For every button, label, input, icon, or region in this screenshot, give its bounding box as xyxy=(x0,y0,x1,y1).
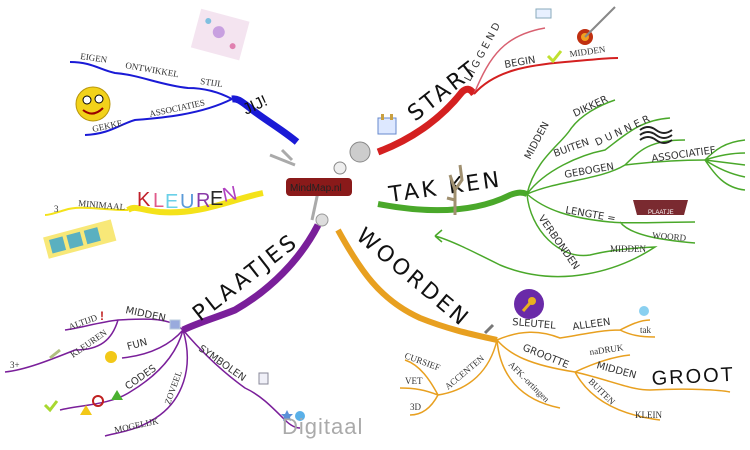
woorden-item-sleutel: SLEUTEL xyxy=(512,317,557,332)
woorden-item-3d: 3D xyxy=(410,402,422,412)
plaatjes-item-mogelijk: MOGELIJK xyxy=(113,416,160,435)
colorful-letters-icon xyxy=(43,219,117,259)
picture-icon xyxy=(169,319,181,330)
takken-fan xyxy=(704,139,746,191)
kleuren-letter-n: N xyxy=(220,182,239,207)
star-icon xyxy=(281,410,293,421)
triangle-icon xyxy=(111,390,123,400)
branch-takken xyxy=(377,99,746,278)
plaatjes-item-3plus: 3+ xyxy=(10,360,20,370)
center-image: MindMap.nl xyxy=(269,141,371,227)
kleuren-main-branch xyxy=(126,190,264,216)
woorden-item-nadruk: naDRUK xyxy=(589,342,625,357)
pencil-icon xyxy=(483,323,495,335)
branch-woorden xyxy=(335,228,731,421)
key-icon xyxy=(514,289,544,319)
jij-main-branch xyxy=(231,95,300,145)
takken-line-lengte xyxy=(526,193,696,244)
kleuren-letter-u: U xyxy=(180,191,194,213)
woorden-line-grootte xyxy=(496,339,731,421)
mindmap-thumbnail-icon xyxy=(190,8,250,61)
svg-text:PLAATJE: PLAATJE xyxy=(648,210,674,216)
kleuren-letter-r: R xyxy=(196,190,210,212)
woorden-main-branch xyxy=(335,228,498,343)
plaatjes-item-midden: MIDDEN xyxy=(124,305,166,324)
center-label: MindMap.nl xyxy=(290,183,342,194)
jij-line-associaties xyxy=(84,98,233,136)
takken-item-dunner: D U N N E R xyxy=(594,114,652,149)
smiley-icon xyxy=(75,86,111,122)
plaatjes-line-zoveel xyxy=(104,329,188,437)
kleuren-line-minimaal xyxy=(44,206,129,216)
plaatjes-item-symbolen: SYMBOLEN xyxy=(196,343,247,384)
start-item-begin: BEGIN xyxy=(504,55,537,71)
kleuren-letter-k: K xyxy=(137,189,151,211)
woorden-line-accenten xyxy=(399,339,498,416)
takken-main-branch xyxy=(377,189,529,214)
takken-item-lengte: LENGTE = xyxy=(564,205,616,225)
takken-line-gebogen xyxy=(526,139,706,195)
plaatje-icon: PLAATJE xyxy=(633,200,688,216)
start-line-begin xyxy=(473,57,619,95)
plaatjes-label: PLAATJES xyxy=(188,229,303,327)
woorden-item-groot: GROOT xyxy=(651,364,735,390)
takken-line-verbonden xyxy=(434,193,658,278)
plaatjes-item-altijd: ALTIJD xyxy=(67,312,99,332)
squiggle-icon xyxy=(639,126,673,144)
checkmark-icon xyxy=(43,400,59,413)
woorden-item-tak: tak xyxy=(640,325,651,335)
kleuren-item-3: 3 xyxy=(54,204,59,214)
jij-label: JIJ! xyxy=(241,93,271,119)
woorden-line-afk xyxy=(496,339,561,409)
plaatjes-item-fun: FUN xyxy=(126,337,149,353)
takken-item-buiten: BUITEN xyxy=(552,137,591,160)
woorden-item-cursief: CURSIEF xyxy=(403,350,441,372)
takken-item-dikker: DIKKER xyxy=(572,94,610,120)
branch-kleuren xyxy=(44,190,264,216)
plaatjes-item-codes: CODES xyxy=(123,363,158,392)
kleuren-label: K L E U R E N xyxy=(137,182,239,213)
takken-line-buiten xyxy=(526,117,671,195)
takken-line-midden xyxy=(526,99,616,195)
plaatjes-line-codes xyxy=(59,329,184,411)
tree-branch-icon xyxy=(446,164,464,215)
branch-start xyxy=(376,27,619,156)
takken-item-verbonden: VERBONDEN xyxy=(536,213,582,271)
note-icon xyxy=(535,8,552,19)
woorden-item-alleen: ALLEEN xyxy=(572,317,611,333)
plaatjes-line-fun xyxy=(121,329,184,359)
exclamation-icon: ! xyxy=(100,309,104,323)
jij-item-stijl: STIJL xyxy=(200,76,224,89)
jij-line-stijl xyxy=(69,61,233,100)
checkmark-icon xyxy=(546,50,563,64)
takken-item-midden-2: MIDDEN xyxy=(610,244,646,254)
warning-icon xyxy=(80,405,92,415)
help-icon xyxy=(295,411,305,421)
smile-icon xyxy=(105,351,117,363)
kleuren-item-minimaal: MINIMAAL xyxy=(78,198,126,212)
woorden-item-klein: KLEIN xyxy=(635,410,662,420)
footer-label: Digitaal xyxy=(282,414,363,439)
branch-jij xyxy=(69,61,300,145)
no-entry-icon xyxy=(92,395,104,407)
calendar-icon xyxy=(377,114,397,135)
kleuren-letter-l: L xyxy=(153,190,164,212)
info-icon xyxy=(639,306,649,316)
start-item-midden: MIDDEN xyxy=(569,44,607,59)
target-dart-icon xyxy=(577,6,616,45)
woorden-item-vet: VET xyxy=(405,376,423,386)
start-line-liggend xyxy=(473,27,546,95)
plaatjes-main-branch xyxy=(181,223,322,334)
jij-item-eigen: EIGEN xyxy=(80,51,109,65)
kleuren-letter-e: E xyxy=(165,191,178,213)
pencil-icon xyxy=(49,348,61,360)
start-main-branch xyxy=(376,85,477,156)
plaatjes-line-symbolen xyxy=(182,329,301,429)
kleuren-letter-e2: E xyxy=(210,188,223,210)
takken-item-woord: WOORD xyxy=(652,230,687,243)
woorden-line-sleutel xyxy=(496,319,656,341)
document-check-icon xyxy=(258,372,269,385)
